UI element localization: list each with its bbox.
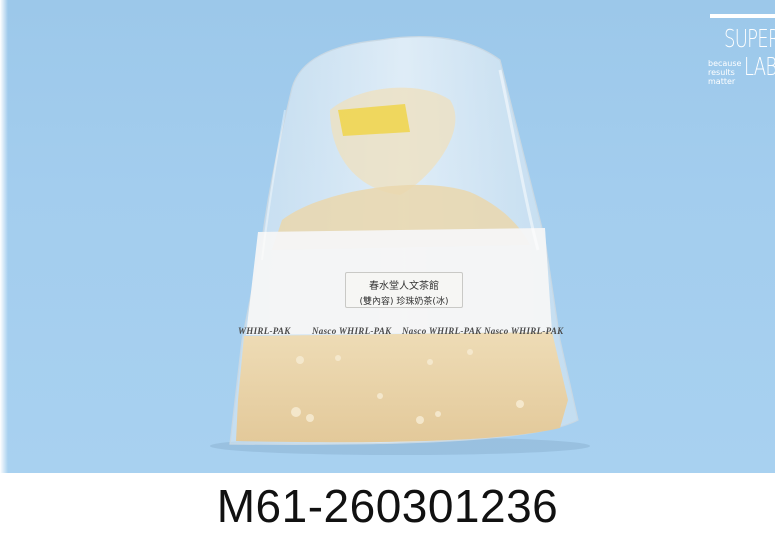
band-text-3: Nasco WHIRL-PAK — [402, 326, 482, 336]
bag-label: 春水堂人文茶館 (雙內容) 珍珠奶茶(冰) — [345, 272, 463, 308]
band-text-4: Nasco WHIRL-PAK — [484, 326, 564, 336]
sample-photo: 春水堂人文茶館 (雙內容) 珍珠奶茶(冰) WHIRL-PAK Nasco WH… — [0, 0, 775, 473]
band-text-1: WHIRL-PAK — [238, 326, 291, 336]
pearls — [291, 349, 524, 424]
photo-edge — [0, 0, 8, 473]
logo-word-super: SUPER — [724, 24, 775, 53]
logo-bar — [710, 14, 775, 18]
logo-tag-2: results — [708, 68, 735, 77]
superlab-logo: SUPER LAB because results matter — [704, 14, 775, 94]
sample-id-caption: M61-260301236 — [216, 480, 559, 532]
sample-bag — [210, 36, 590, 455]
logo-word-lab: LAB — [744, 52, 775, 81]
bag-sheen — [498, 69, 540, 251]
band-text-2: Nasco WHIRL-PAK — [312, 326, 392, 336]
bag-yellow-tab — [338, 104, 410, 136]
bag-label-line2: (雙內容) 珍珠奶茶(冰) — [359, 297, 449, 307]
logo-tag-1: because — [708, 59, 742, 68]
bag-label-line1: 春水堂人文茶館 — [369, 281, 439, 292]
bag-liquid-bottom — [236, 332, 568, 443]
logo-tag-3: matter — [708, 77, 736, 86]
bag-sheen-left — [261, 109, 286, 261]
